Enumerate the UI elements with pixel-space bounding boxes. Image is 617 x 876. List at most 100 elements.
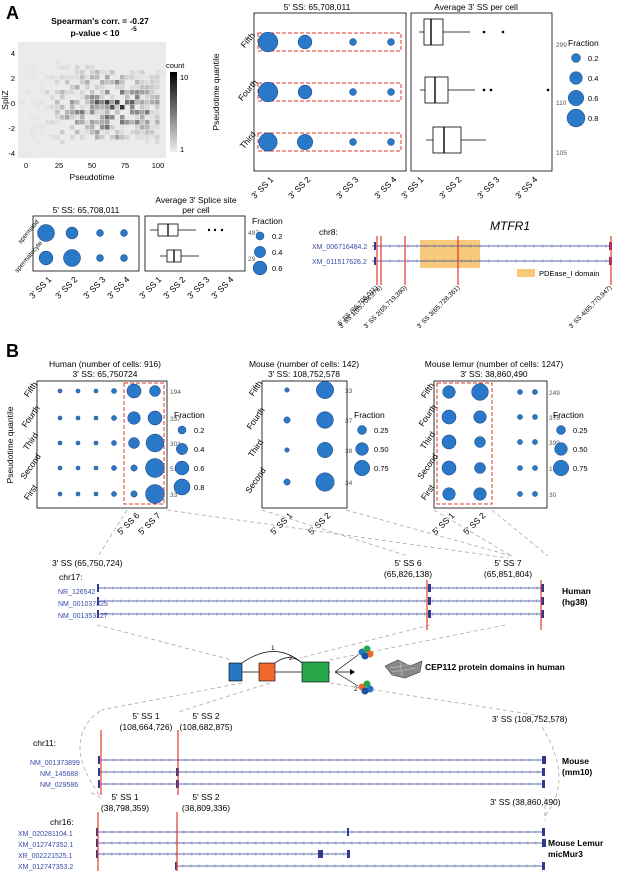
density-cell <box>115 80 120 85</box>
strand-chevron <box>502 586 506 590</box>
exon-schematic: 1 2 2 CEP112 protein domains in human <box>228 645 565 695</box>
density-cell <box>145 95 150 100</box>
corr-title-line1: Spearman's corr. = -0.27 <box>51 16 149 26</box>
connector-line <box>345 509 513 557</box>
fraction-dot <box>297 34 313 50</box>
strand-chevron <box>342 612 346 616</box>
strand-chevron <box>284 864 288 868</box>
human-transcript-2: NM_001037325 <box>58 601 108 608</box>
strand-chevron <box>468 864 472 868</box>
mouse-count: 38 <box>345 448 353 455</box>
strand-chevron <box>253 841 257 845</box>
corr-y-ticks: 420-2-4 <box>8 49 15 158</box>
fraction-dot <box>127 411 141 425</box>
boxplot-small-boxes <box>150 223 224 263</box>
fraction-legend-dot <box>353 459 371 477</box>
strand-chevron <box>327 770 331 774</box>
strand-chevron <box>191 758 195 762</box>
strand-chevron <box>495 758 499 762</box>
strand-chevron <box>119 782 123 786</box>
exon-block <box>428 584 431 592</box>
strand-chevron <box>390 599 394 603</box>
corr-x-tick: 25 <box>55 161 63 170</box>
fraction-dot <box>283 416 291 424</box>
density-cell <box>105 70 110 75</box>
fraction-dot-minor <box>532 414 538 420</box>
strand-chevron <box>431 782 435 786</box>
strand-chevron <box>375 758 379 762</box>
density-cell <box>110 80 115 85</box>
human-count: 33 <box>170 492 178 499</box>
arc-label-2: 2 <box>289 655 293 662</box>
fraction-dot <box>147 410 163 426</box>
density-cell <box>45 90 50 95</box>
strand-chevron <box>204 864 208 868</box>
fraction-dot <box>473 487 487 501</box>
fraction-dot-minor <box>57 388 63 394</box>
density-cell <box>150 135 155 140</box>
strand-chevron <box>101 852 105 856</box>
box-outlier <box>546 88 550 92</box>
lemur-dotplot: Mouse lemur (number of cells: 1247) 3' S… <box>415 359 563 537</box>
density-cell <box>130 130 135 135</box>
strand-chevron <box>188 864 192 868</box>
strand-chevron <box>222 599 226 603</box>
density-cell <box>80 75 85 80</box>
strand-chevron <box>197 852 201 856</box>
density-cell <box>140 100 145 105</box>
strand-chevron <box>333 841 337 845</box>
strand-chevron <box>463 758 467 762</box>
strand-chevron <box>270 599 274 603</box>
strand-chevron <box>127 758 131 762</box>
fraction-legend-value: 0.8 <box>194 483 204 492</box>
density-cell <box>45 150 50 155</box>
density-cell <box>35 115 40 120</box>
density-cell <box>70 105 75 110</box>
strand-chevron <box>367 770 371 774</box>
strand-chevron <box>469 830 473 834</box>
fraction-dot-minor <box>57 415 63 421</box>
strand-chevron <box>383 770 387 774</box>
strand-chevron <box>477 841 481 845</box>
strand-chevron <box>391 770 395 774</box>
fraction-legend-title: Fraction <box>568 38 599 48</box>
exon-block <box>347 850 350 858</box>
cell-count: 299 <box>556 42 567 49</box>
connector-line <box>96 624 233 661</box>
exon-block <box>97 584 99 592</box>
density-cell <box>120 125 125 130</box>
protein-structure-icon <box>384 659 423 679</box>
human-count: 337 <box>170 416 181 423</box>
fraction-legend-dot <box>355 442 369 456</box>
strand-chevron <box>510 586 514 590</box>
strand-chevron <box>109 830 113 834</box>
strand-chevron <box>357 841 361 845</box>
lemur-count: 30 <box>549 492 557 499</box>
fraction-dot-minor <box>111 491 117 497</box>
lemur-site-3ss: 3' SS (38,860,490) <box>490 797 561 807</box>
strand-chevron <box>495 782 499 786</box>
mtfr1-chr-label: chr8: <box>319 227 338 237</box>
strand-chevron <box>223 770 227 774</box>
fraction-legend-value: 0.4 <box>194 445 204 454</box>
fraction-dot <box>257 31 279 53</box>
fraction-dot-minor <box>532 491 538 497</box>
density-cell <box>125 90 130 95</box>
density-cell <box>130 75 135 80</box>
density-cell <box>90 90 95 95</box>
density-cell <box>155 130 160 135</box>
strand-chevron <box>263 782 267 786</box>
fraction-legend-value: 0.25 <box>374 426 389 435</box>
density-cell <box>145 125 150 130</box>
density-cell <box>60 75 65 80</box>
strand-chevron <box>534 586 538 590</box>
strand-chevron <box>221 841 225 845</box>
strand-chevron <box>415 758 419 762</box>
strand-chevron <box>415 259 419 263</box>
density-cell <box>105 130 110 135</box>
strand-chevron <box>375 770 379 774</box>
strand-chevron <box>511 782 515 786</box>
